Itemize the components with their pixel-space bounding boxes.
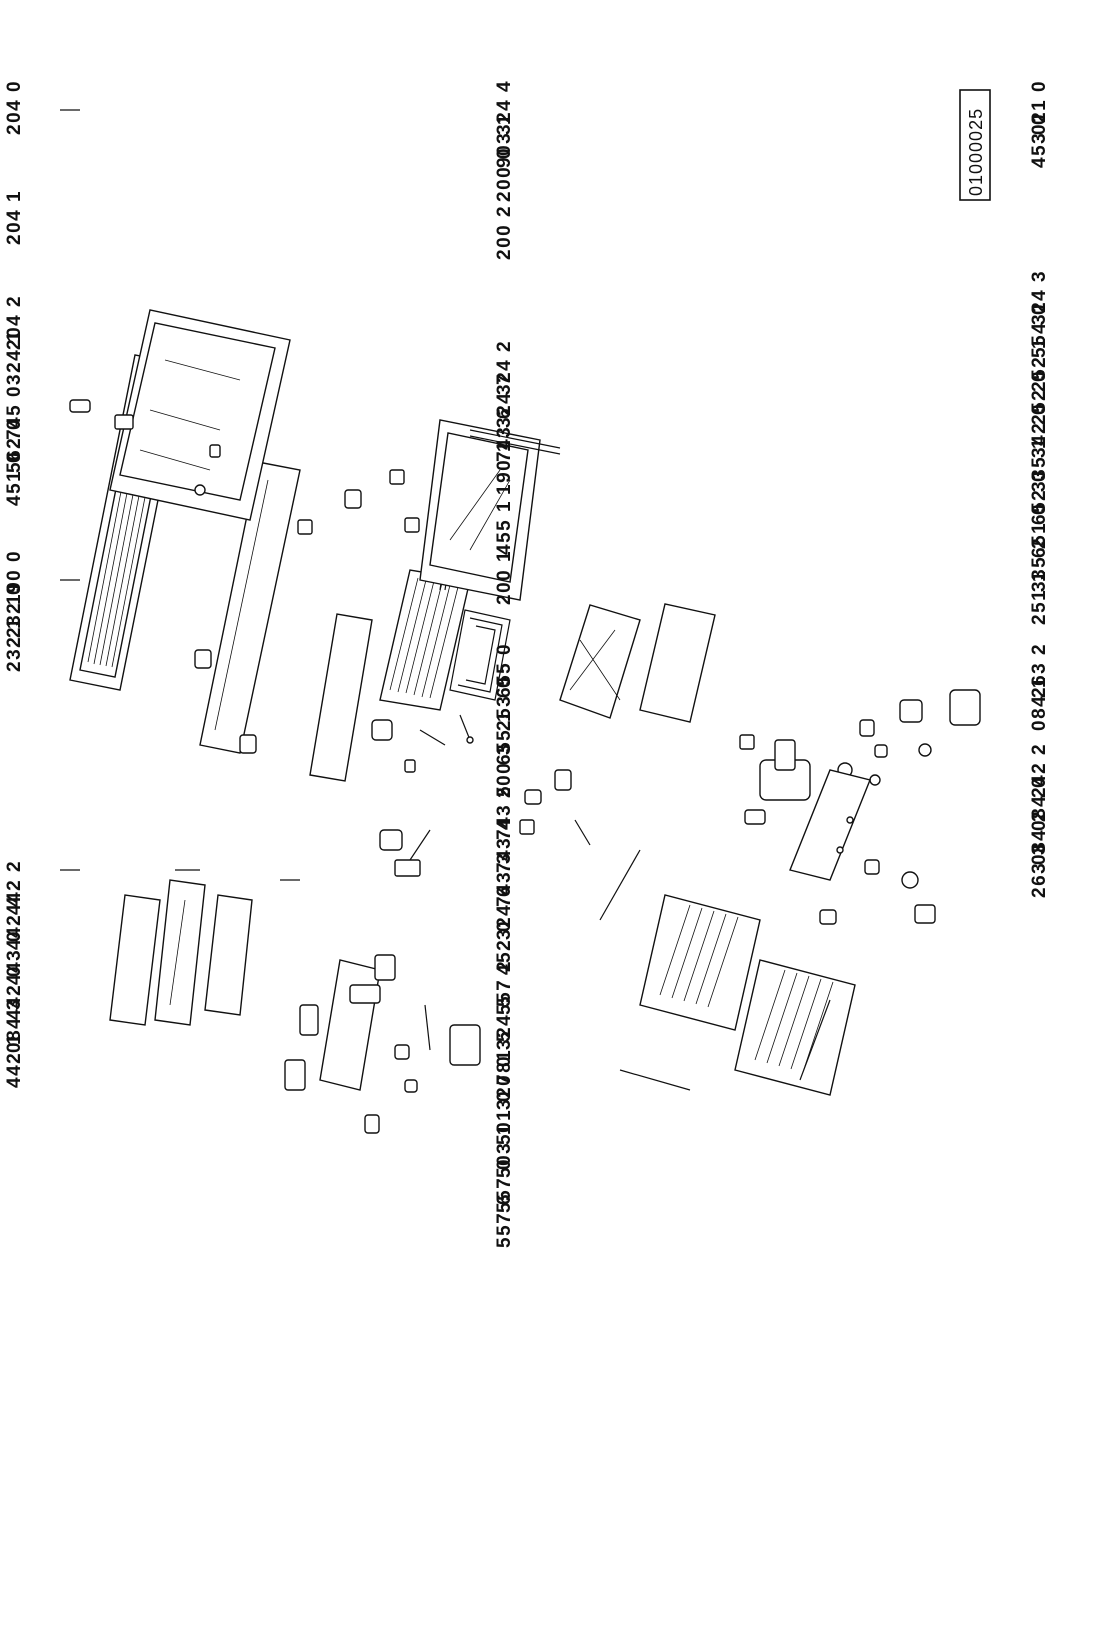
callout-label: 324 5	[494, 995, 515, 1050]
callout-label: 021 0	[1029, 80, 1050, 135]
callout-label: 320 0	[494, 1055, 515, 1110]
callout-label: 263 2	[1029, 643, 1050, 698]
callout-label: 084 1	[1029, 676, 1050, 731]
callout-label: 190 1	[494, 440, 515, 495]
shelf-frame-part	[194, 461, 301, 754]
document-id: 01000025	[966, 108, 986, 196]
callout-label: 084 2	[1029, 810, 1050, 865]
small-parts-cluster	[837, 689, 981, 786]
callout-label: 252 1	[1029, 337, 1050, 392]
callout-label: 242 2	[1029, 743, 1050, 798]
callout-label: 324 7	[494, 373, 515, 428]
callout-label: 557 2	[494, 960, 515, 1015]
callout-label: 557 0	[494, 1158, 515, 1213]
callout-label: 335 1	[1029, 437, 1050, 492]
probe-part	[459, 714, 474, 744]
callout-label: 251 1	[1029, 570, 1050, 625]
callout-label: 501 0	[494, 1090, 515, 1145]
callout-label: 453 0	[1029, 113, 1050, 168]
leader-lines	[60, 109, 300, 881]
callout-label: 743 3	[494, 852, 515, 907]
callout-label: 200 0	[494, 147, 515, 202]
callout-label: 335 2	[1029, 537, 1050, 592]
callout-label: 442 1	[4, 1033, 25, 1088]
callout-label: 084 0	[1029, 776, 1050, 831]
callout-label: 745 0	[4, 385, 25, 440]
callout-label: 655 0	[494, 643, 515, 698]
crisper-drawer-lower-part	[734, 959, 856, 1096]
callout-label: 253 0	[494, 676, 515, 731]
mounting-rail-part	[789, 769, 871, 881]
callout-label: 204 1	[4, 190, 25, 245]
callout-label: 903 1	[494, 113, 515, 168]
callout-label: 263 3	[1029, 843, 1050, 898]
thermostat-part	[394, 829, 431, 877]
crisper-drawer-upper-part	[619, 894, 761, 1091]
callout-label: 452 0	[494, 920, 515, 975]
callout-label: 554 0	[1029, 303, 1050, 358]
callout-label: 324 2	[494, 340, 515, 395]
control-housing-part	[739, 734, 832, 828]
callout-label: 200 2	[494, 205, 515, 260]
defrost-assembly-part	[284, 954, 481, 1134]
callout-label: 342 0	[1029, 403, 1050, 458]
callout-label: 503 1	[494, 1123, 515, 1178]
knob-part	[371, 719, 416, 773]
callout-label: 232 0	[4, 583, 25, 638]
callout-label: 443 0	[4, 930, 25, 985]
callout-label: 651 0	[1029, 503, 1050, 558]
callout-label: 442 4	[4, 895, 25, 950]
callout-label: 200 1	[494, 550, 515, 605]
callout-label: 442 2	[4, 860, 25, 915]
callout-label: 781 5	[494, 1030, 515, 1085]
document-id-box: 01000025	[959, 89, 991, 201]
callout-label: 743 4	[494, 818, 515, 873]
callout-label: 455 1	[494, 500, 515, 555]
callout-label: 204 2	[4, 295, 25, 350]
callout-label: 557 6	[494, 1193, 515, 1248]
callout-label: 204 0	[4, 80, 25, 135]
callout-label: 743 6	[494, 407, 515, 462]
callout-label: 324 4	[494, 80, 515, 135]
heater-coil-part	[449, 609, 511, 701]
callout-label: 200 3	[494, 743, 515, 798]
callout-label: 655 1	[494, 710, 515, 765]
freezer-tray-part	[419, 419, 541, 601]
callout-label: 084 3	[4, 998, 25, 1053]
callout-label: 451 0	[4, 451, 25, 506]
vent-grille-part	[114, 414, 134, 430]
callout-label: 442 0	[4, 965, 25, 1020]
cap-part	[344, 489, 362, 509]
callout-label: 232 1	[4, 617, 25, 672]
callout-label: 324 1	[4, 330, 25, 385]
callout-label: 562 0	[4, 418, 25, 473]
bracket-set-part	[109, 879, 253, 1026]
clip-part	[69, 399, 91, 413]
drip-tray-part	[559, 603, 716, 723]
freezer-compartment-part	[109, 309, 291, 521]
callout-label: 324 3	[1029, 270, 1050, 325]
callout-label: 252 0	[1029, 370, 1050, 425]
callout-label: 652 0	[1029, 470, 1050, 525]
callout-label: 743 5	[494, 785, 515, 840]
shelf-insert-part	[309, 613, 373, 782]
callout-label: 190 0	[4, 550, 25, 605]
callout-label: 324 6	[494, 885, 515, 940]
